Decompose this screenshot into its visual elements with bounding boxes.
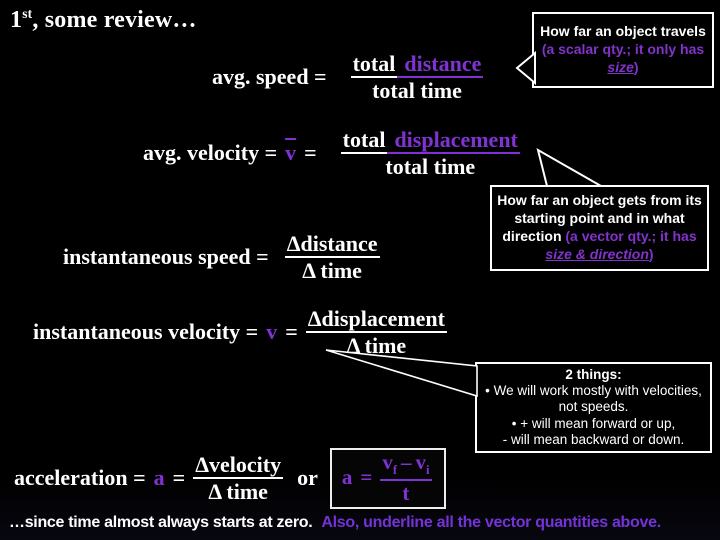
formula-inst-speed: instantaneous speed = Δdistance Δ time: [63, 232, 380, 283]
inst-velocity-label: instantaneous velocity =: [33, 319, 259, 345]
subscript-f: f: [392, 463, 398, 478]
numerator-delta-distance: Δdistance: [284, 232, 380, 259]
acceleration-label: acceleration =: [14, 465, 146, 491]
numerator-delta-displacement: Δdisplacement: [305, 307, 447, 334]
numerator-plain: total: [350, 52, 398, 79]
avg-speed-fraction: total distance total time: [350, 52, 484, 104]
fraction-numerator: Δdisplacement: [305, 307, 447, 334]
avg-speed-label: avg. speed =: [212, 64, 327, 90]
callout3-line-2: not speeds.: [558, 399, 629, 415]
fraction-numerator: vf–vi: [380, 450, 432, 481]
numerator-term-displacement: displacement: [387, 128, 520, 155]
acceleration-fraction: Δvelocity Δ time: [193, 453, 284, 505]
equals-sign: =: [285, 319, 298, 345]
v-symbol: v: [266, 319, 278, 345]
fraction-denominator: total time: [372, 78, 462, 104]
callout3-line-3: • + will mean forward or up,: [511, 415, 676, 431]
boxed-fraction: vf–vi t: [380, 450, 432, 505]
boxed-a-symbol: a: [341, 464, 353, 489]
acceleration-boxed-formula: a = vf–vi t: [329, 448, 446, 509]
footer-note: …since time almost always starts at zero…: [9, 514, 661, 532]
callout1-emphasis: size: [607, 58, 634, 75]
equals-sign: =: [304, 140, 317, 166]
fraction-denominator: Δ time: [208, 479, 268, 505]
callout2-white-text: How far an object gets from its starting…: [497, 192, 702, 244]
fraction-numerator: total displacement: [340, 128, 520, 155]
callout1-white-text: How far an object travels: [540, 23, 706, 39]
fraction-denominator-t: t: [402, 480, 410, 505]
formula-inst-velocity: instantaneous velocity = v = Δdisplaceme…: [33, 307, 447, 358]
avg-velocity-label: avg. velocity =: [143, 140, 278, 166]
minus-sign: –: [401, 450, 412, 474]
formula-acceleration: acceleration = a = Δvelocity Δ time or a…: [14, 448, 446, 509]
callout2-pointer: [536, 147, 605, 187]
callout-vector-qty: How far an object gets from its starting…: [490, 185, 709, 271]
title-text: , some review…: [32, 7, 197, 33]
footer-purple-text: Also, underline all the vector quantitie…: [321, 514, 661, 531]
subscript-i: i: [426, 463, 430, 478]
avg-velocity-fraction: total displacement total time: [340, 128, 520, 180]
inst-velocity-fraction: Δdisplacement Δ time: [305, 307, 447, 359]
callout1-purple-text: (a scalar qty.; it only has size): [542, 41, 704, 75]
numerator-plain: total: [340, 128, 388, 155]
boxed-equals-sign: =: [360, 464, 373, 489]
fraction-numerator: Δdistance: [284, 232, 380, 259]
title-number: 1: [10, 7, 23, 33]
fraction-numerator: total distance: [350, 52, 484, 79]
formula-avg-velocity: avg. velocity = v = total displacement t…: [143, 128, 520, 179]
callout-scalar-qty: How far an object travels (a scalar qty.…: [532, 12, 714, 88]
v-bar-symbol: v: [285, 140, 297, 166]
formula-avg-speed: avg. speed = total distance total time: [212, 52, 484, 104]
inst-speed-fraction: Δdistance Δ time: [284, 232, 380, 284]
v-initial: v: [415, 450, 427, 474]
callout2-purple-text: (a vector qty.; it has size & direction): [545, 228, 696, 262]
fraction-denominator: total time: [385, 154, 476, 180]
fraction-denominator: Δ time: [346, 333, 407, 359]
vf-minus-vi: vf–vi: [380, 450, 432, 481]
numerator-term-distance: distance: [397, 52, 484, 79]
or-text: or: [297, 465, 318, 491]
fraction-denominator: Δ time: [302, 258, 362, 284]
numerator-delta-velocity: Δvelocity: [193, 453, 284, 480]
equals-sign: =: [172, 465, 186, 491]
callout2-emphasis: size & direction: [545, 245, 649, 262]
slide-title: 1st, some review…: [10, 6, 197, 34]
callout-two-things: 2 things: • We will work mostly with vel…: [475, 362, 712, 453]
title-ordinal-suffix: st: [22, 6, 33, 21]
callout1-purple-lead: (a scalar qty.; it only has: [541, 40, 705, 57]
footer-white-text: …since time almost always starts at zero…: [9, 514, 313, 531]
callout3-line-1: • We will work mostly with velocities,: [485, 383, 702, 399]
callout1-purple-close: ): [633, 58, 639, 75]
fraction-numerator: Δvelocity: [193, 453, 284, 480]
inst-speed-label: instantaneous speed =: [63, 244, 269, 270]
callout3-header: 2 things:: [565, 367, 622, 382]
callout2-purple-close: ): [648, 245, 654, 262]
callout3-line-4: - will mean backward or down.: [502, 431, 685, 447]
v-final: v: [382, 450, 393, 474]
a-symbol: a: [153, 465, 165, 491]
callout2-purple-lead: (a vector qty.; it has: [565, 227, 697, 244]
